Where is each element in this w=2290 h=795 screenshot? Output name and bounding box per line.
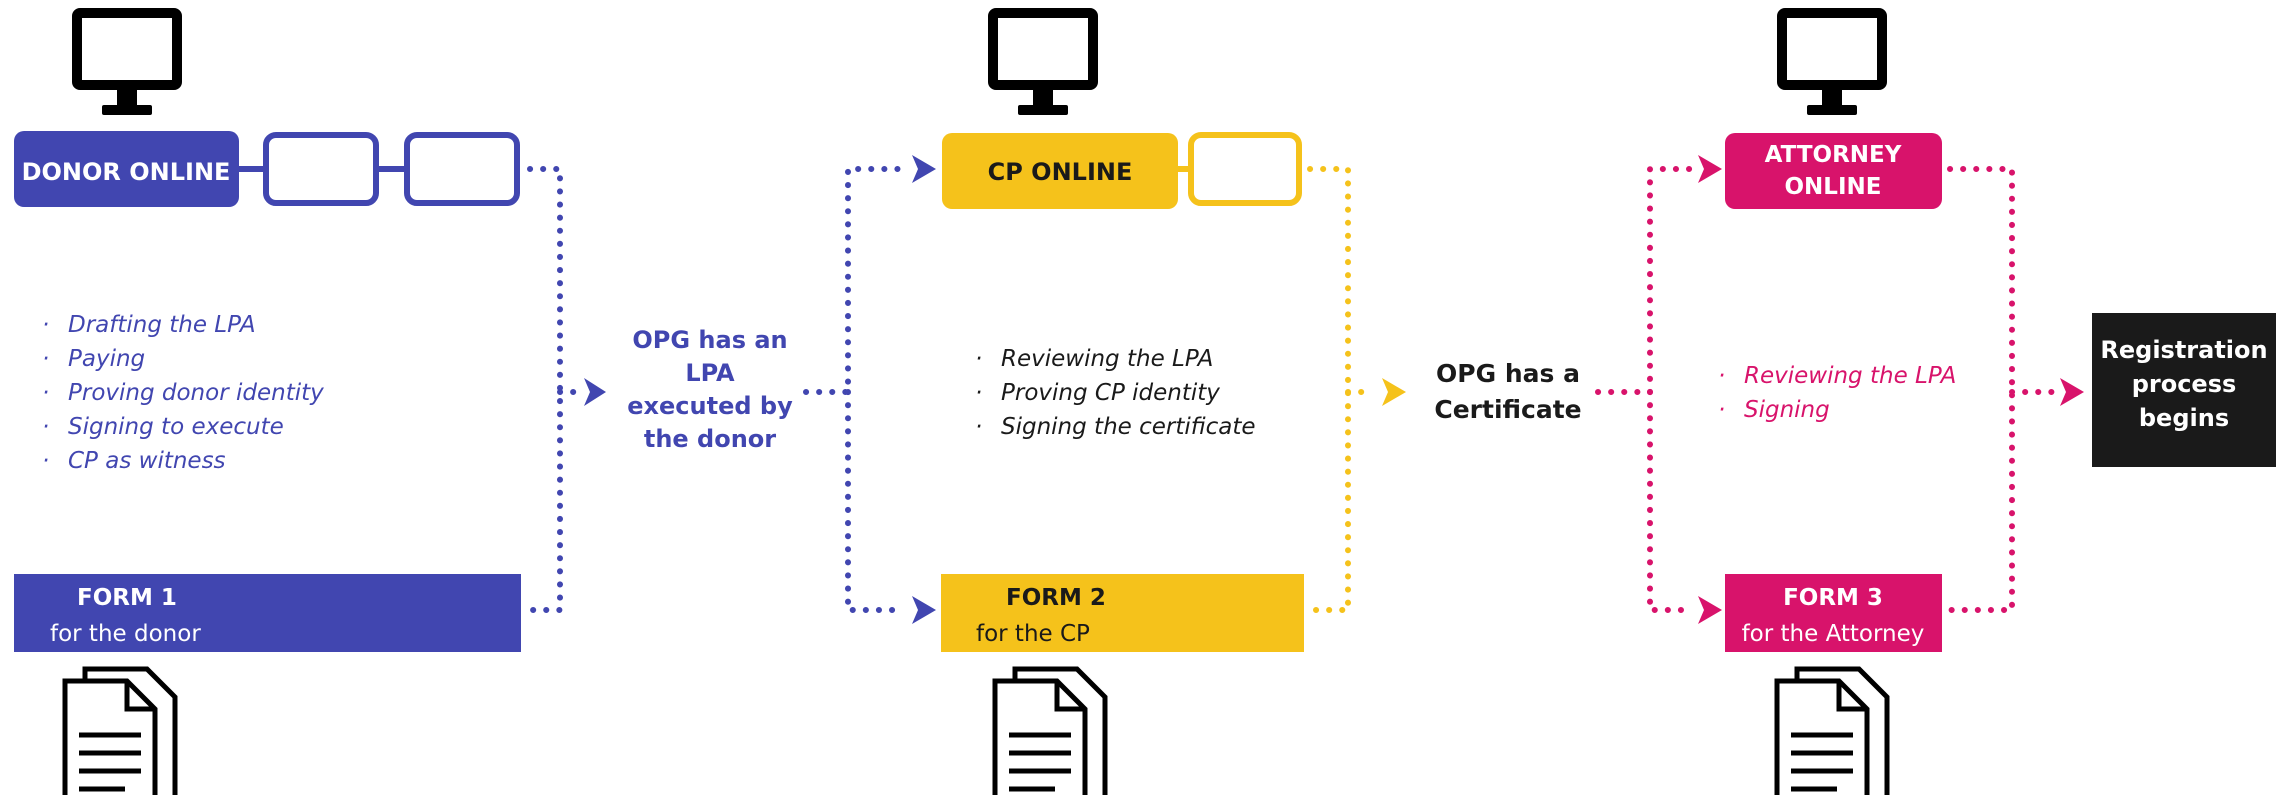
cp-steps-list: · Reviewing the LPA · Proving CP identit…: [975, 346, 1256, 440]
monitor-icon: [993, 13, 1093, 115]
document-icon: [995, 669, 1105, 795]
donor-online-label: DONOR ONLINE: [22, 158, 231, 186]
outcome-text: executed by: [627, 392, 793, 420]
monitor-icon: [77, 13, 177, 115]
dotted-connector: [803, 166, 903, 395]
document-icon: [1777, 669, 1887, 795]
donor-stage: DONOR ONLINE · Drafting the LPA · Paying…: [14, 13, 936, 795]
cp-online-label: CP ONLINE: [988, 158, 1133, 186]
arrow-right-icon: [912, 155, 936, 183]
outcome-text: Certificate: [1434, 395, 1581, 424]
bullet: ·: [975, 380, 982, 406]
cp-stage: CP ONLINE · Reviewing the LPA · Proving …: [941, 13, 1406, 795]
attorney-step: Reviewing the LPA: [1744, 363, 1956, 389]
form-1-box: [14, 574, 521, 652]
empty-step-box: [404, 132, 520, 206]
dotted-connector: [527, 166, 563, 613]
empty-step-box: [1188, 132, 1302, 206]
arrow-right-icon: [1698, 596, 1722, 624]
empty-step-box: [263, 132, 379, 206]
attorney-step: Signing: [1744, 397, 1830, 423]
arrow-right-icon: [584, 378, 606, 406]
registration-box: Registration process begins: [2092, 313, 2276, 467]
form-1-subtitle: for the donor: [50, 621, 201, 647]
donor-step: Proving donor identity: [68, 380, 324, 406]
arrow-right-icon: [1698, 155, 1722, 183]
registration-text: Registration: [2100, 336, 2267, 364]
donor-online-box: [14, 131, 239, 207]
attorney-online-label: ATTORNEY: [1765, 142, 1902, 168]
cp-step: Signing the certificate: [1001, 414, 1256, 440]
bullet: ·: [1718, 397, 1725, 423]
donor-step: Signing to execute: [68, 414, 284, 440]
form-3-subtitle: for the Attorney: [1742, 621, 1925, 647]
dotted-connector: [1307, 166, 1351, 613]
dotted-connector: [1647, 389, 1693, 613]
form-3-title: FORM 3: [1783, 585, 1883, 611]
outcome-lpa-executed: OPG has an LPA executed by the donor: [627, 326, 793, 453]
bullet: ·: [42, 448, 49, 474]
form-2-box: [941, 574, 1304, 652]
registration-text: begins: [2139, 404, 2229, 432]
form-3-box: [1725, 574, 1942, 652]
bullet: ·: [42, 414, 49, 440]
form-2-subtitle: for the CP: [976, 621, 1090, 647]
monitor-icon: [1782, 13, 1882, 115]
outcome-text: the donor: [644, 425, 776, 453]
outcome-text: OPG has a: [1436, 359, 1580, 388]
bullet: ·: [975, 346, 982, 372]
bullet: ·: [975, 414, 982, 440]
attorney-online-box: [1725, 133, 1942, 209]
arrow-right-icon: [2060, 378, 2084, 406]
attorney-online-label: ONLINE: [1785, 174, 1882, 200]
outcome-text: OPG has an: [632, 326, 787, 354]
dotted-connector: [1947, 166, 2015, 613]
registration-text: process: [2132, 370, 2237, 398]
form-2-title: FORM 2: [1006, 585, 1106, 611]
arrow-right-icon: [1382, 378, 1406, 406]
bullet: ·: [42, 346, 49, 372]
outcome-certificate: OPG has a Certificate: [1434, 359, 1581, 424]
dotted-connector: [1647, 166, 1693, 395]
arrow-right-icon: [912, 596, 936, 624]
registration-background: [2092, 313, 2276, 467]
donor-steps-list: · Drafting the LPA · Paying · Proving do…: [42, 312, 324, 474]
bullet: ·: [1718, 363, 1725, 389]
attorney-steps-list: · Reviewing the LPA · Signing: [1718, 363, 1956, 423]
cp-step: Reviewing the LPA: [1001, 346, 1213, 372]
cp-step: Proving CP identity: [1001, 380, 1220, 406]
donor-step: Drafting the LPA: [68, 312, 256, 338]
outcome-text: LPA: [685, 359, 735, 387]
donor-step: CP as witness: [68, 448, 226, 474]
form-1-title: FORM 1: [77, 585, 177, 611]
donor-step: Paying: [68, 346, 145, 372]
document-icon: [65, 669, 175, 795]
dotted-connector: [845, 389, 903, 613]
bullet: ·: [42, 312, 49, 338]
cp-online-box: [942, 133, 1178, 209]
attorney-stage: ATTORNEY ONLINE · Reviewing the LPA · Si…: [1595, 13, 2084, 795]
bullet: ·: [42, 380, 49, 406]
